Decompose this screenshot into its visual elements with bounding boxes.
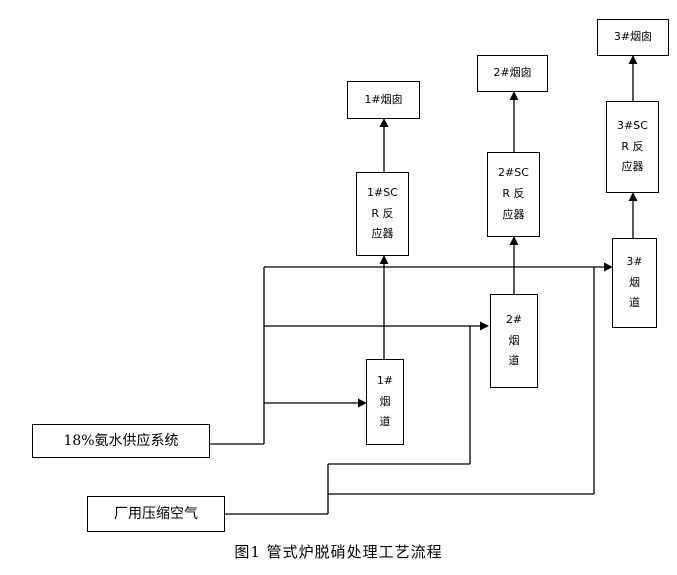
figure-caption: 图1 管式炉脱硝处理工艺流程 xyxy=(234,543,443,561)
chimney1-box: 1#烟囱 xyxy=(347,81,420,119)
scr3-box: 3#SC R 反 应器 xyxy=(606,101,659,193)
scr3-label: 3#SC R 反 应器 xyxy=(617,118,648,174)
chimney3-label: 3#烟囱 xyxy=(613,30,653,44)
ammonia-supply-label: 18%氨水供应系统 xyxy=(63,432,179,449)
flue2-box: 2# 烟 道 xyxy=(490,294,538,388)
compressed-air-box: 厂用压缩空气 xyxy=(87,496,225,532)
chimney1-label: 1#烟囱 xyxy=(364,92,403,106)
chimney3-box: 3#烟囱 xyxy=(597,19,669,56)
chimney2-box: 2#烟囱 xyxy=(477,55,548,92)
scr1-label: 1#SC R 反 应器 xyxy=(367,185,398,241)
chimney2-label: 2#烟囱 xyxy=(493,66,532,80)
scr2-box: 2#SC R 反 应器 xyxy=(487,152,540,237)
ammonia-supply-box: 18%氨水供应系统 xyxy=(32,424,210,458)
scr1-box: 1#SC R 反 应器 xyxy=(356,172,409,256)
flue3-box: 3# 烟 道 xyxy=(612,238,657,328)
flue3-label: 3# 烟 道 xyxy=(626,254,643,310)
compressed-air-label: 厂用压缩空气 xyxy=(114,505,198,522)
flue1-label: 1# 烟 道 xyxy=(376,373,394,429)
flue1-box: 1# 烟 道 xyxy=(366,359,404,445)
scr2-label: 2#SC R 反 应器 xyxy=(498,166,529,221)
flue2-label: 2# 烟 道 xyxy=(505,312,523,368)
